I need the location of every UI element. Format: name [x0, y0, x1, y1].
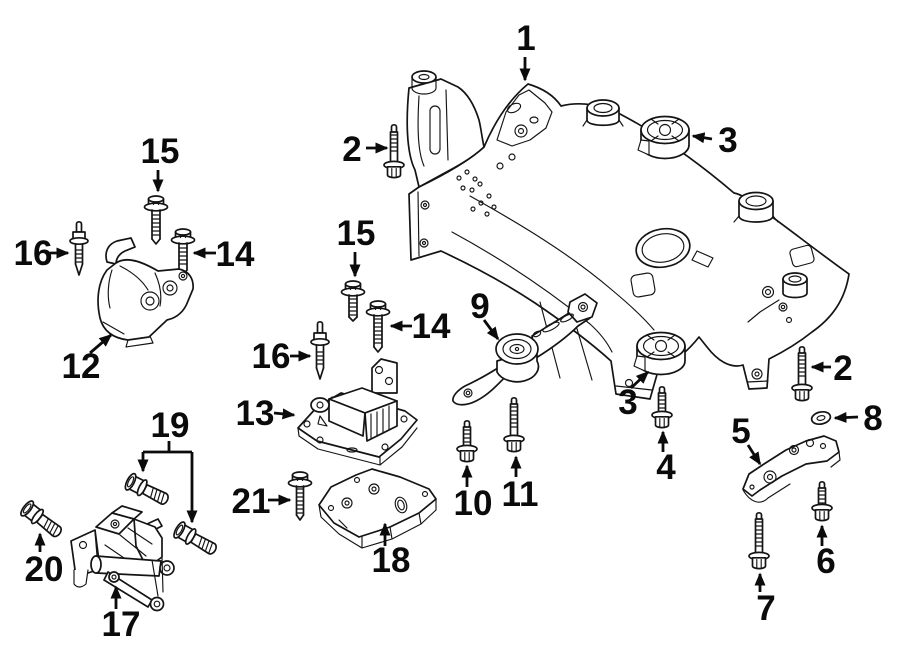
callout-1[interactable]: 1: [516, 19, 536, 82]
support-bracket-5-drawing: [742, 435, 841, 503]
bracket-17-drawing: [70, 505, 175, 612]
mount-3-upper-drawing: [637, 115, 690, 160]
callout-9[interactable]: 9: [470, 287, 500, 341]
bolt-7-drawing: [748, 511, 770, 570]
bolt-14-center-drawing: [365, 300, 391, 353]
callout-12-label: 12: [62, 347, 101, 386]
callout-11[interactable]: 11: [502, 455, 539, 514]
callout-13-arrow: [273, 408, 296, 420]
subframe-bushing-right: [733, 191, 779, 223]
callout-8[interactable]: 8: [833, 399, 883, 438]
mount-3-lower-drawing: [633, 331, 686, 376]
callout-19-connector: [143, 441, 192, 454]
bolt-19-lower-drawing: [170, 519, 221, 560]
callout-8-label: 8: [863, 399, 882, 438]
bolt-10-drawing: [456, 419, 478, 463]
callout-2-left-label: 2: [342, 130, 361, 169]
callout-12-arrow: [89, 333, 113, 355]
callout-21-label: 21: [232, 482, 271, 521]
callout-17[interactable]: 17: [102, 585, 141, 644]
callout-3-lower-label: 3: [618, 383, 637, 422]
callout-15-center-label: 15: [337, 214, 376, 253]
callout-15-center[interactable]: 15: [337, 214, 376, 278]
tower-bushing: [411, 70, 437, 84]
callout-16-center-label: 16: [252, 337, 291, 376]
callout-4[interactable]: 4: [656, 430, 676, 487]
bolt-21-drawing: [287, 471, 313, 521]
bracket-18-drawing: [318, 468, 437, 549]
callout-7[interactable]: 7: [754, 572, 776, 628]
callouts-layer: 1 2 3 15 16 14 12 15: [14, 19, 883, 644]
callout-5-arrow: [746, 444, 762, 466]
bolt-2-right-drawing: [791, 345, 813, 402]
callout-16-center[interactable]: 16: [252, 337, 312, 376]
bolt-14-left-drawing: [170, 228, 196, 276]
callout-20-label: 20: [25, 550, 64, 589]
callout-14-center[interactable]: 14: [389, 307, 451, 346]
callout-13-label: 13: [236, 394, 275, 433]
callout-6[interactable]: 6: [816, 524, 836, 581]
callout-19-label: 19: [151, 406, 190, 445]
callout-3-upper[interactable]: 3: [691, 121, 738, 160]
subframe-bushing-mid: [582, 99, 624, 127]
callout-10[interactable]: 10: [454, 464, 493, 523]
callout-2-left[interactable]: 2: [342, 130, 389, 169]
callout-5-label: 5: [731, 412, 750, 451]
subframe-bushing-lower-right: [782, 272, 808, 299]
callout-3-lower[interactable]: 3: [618, 370, 650, 422]
bolt-16-left-drawing: [69, 220, 89, 276]
callout-19[interactable]: 19: [137, 406, 198, 524]
engine-mount-12-drawing: [97, 237, 194, 348]
subframe-left-tower: [406, 78, 485, 188]
callout-11-label: 11: [502, 475, 539, 514]
subframe-mount-ring-opening: [635, 227, 691, 269]
bolt-16-center-drawing: [310, 320, 330, 380]
washer-8-drawing: [810, 410, 832, 426]
callout-5[interactable]: 5: [731, 412, 762, 466]
callout-14-left-label: 14: [216, 235, 255, 274]
callout-9-arrow: [482, 319, 500, 341]
transmission-mount-13-drawing: [297, 358, 418, 466]
callout-6-label: 6: [816, 542, 835, 581]
callout-20[interactable]: 20: [25, 532, 64, 589]
bolt-2-left-drawing: [383, 123, 405, 179]
callout-14-left[interactable]: 14: [192, 235, 255, 274]
callout-7-label: 7: [756, 589, 775, 628]
callout-21[interactable]: 21: [232, 482, 292, 521]
callout-12[interactable]: 12: [62, 333, 113, 386]
mount-3-upper-notch: [637, 139, 650, 156]
subframe-hole-dots: [456, 153, 516, 217]
callout-10-label: 10: [454, 484, 493, 523]
callout-2-right-label: 2: [833, 349, 852, 388]
torque-strut-9-drawing: [452, 293, 598, 406]
subframe-body-outline: [408, 83, 850, 400]
callout-3-upper-label: 3: [718, 121, 737, 160]
callout-14-center-label: 14: [412, 307, 451, 346]
callout-1-label: 1: [516, 19, 535, 58]
bolt-15-left-drawing: [143, 195, 169, 245]
bolt-6-drawing: [811, 480, 833, 522]
bolt-11-drawing: [503, 396, 525, 453]
callout-18-label: 18: [372, 541, 411, 580]
callout-16-left-label: 16: [14, 234, 53, 273]
callout-8-arrow: [833, 412, 859, 423]
callout-15-left-label: 15: [141, 132, 180, 171]
callout-17-label: 17: [102, 605, 141, 644]
bolt-4-drawing: [651, 385, 673, 429]
callout-3-lower-arrow: [630, 370, 650, 390]
callout-9-label: 9: [470, 287, 489, 326]
callout-18[interactable]: 18: [372, 522, 411, 580]
callout-13[interactable]: 13: [236, 394, 296, 433]
callout-16-left[interactable]: 16: [14, 234, 70, 273]
callout-15-left[interactable]: 15: [141, 132, 180, 193]
callout-2-right[interactable]: 2: [810, 349, 853, 388]
callout-4-label: 4: [656, 448, 676, 487]
bolt-20-drawing: [17, 498, 67, 542]
callout-3-upper-arrow: [691, 132, 713, 144]
bolt-15-center-drawing: [340, 280, 366, 322]
subframe-crossmember-drawing: [406, 70, 850, 400]
bolt-19-upper-drawing: [122, 471, 173, 510]
